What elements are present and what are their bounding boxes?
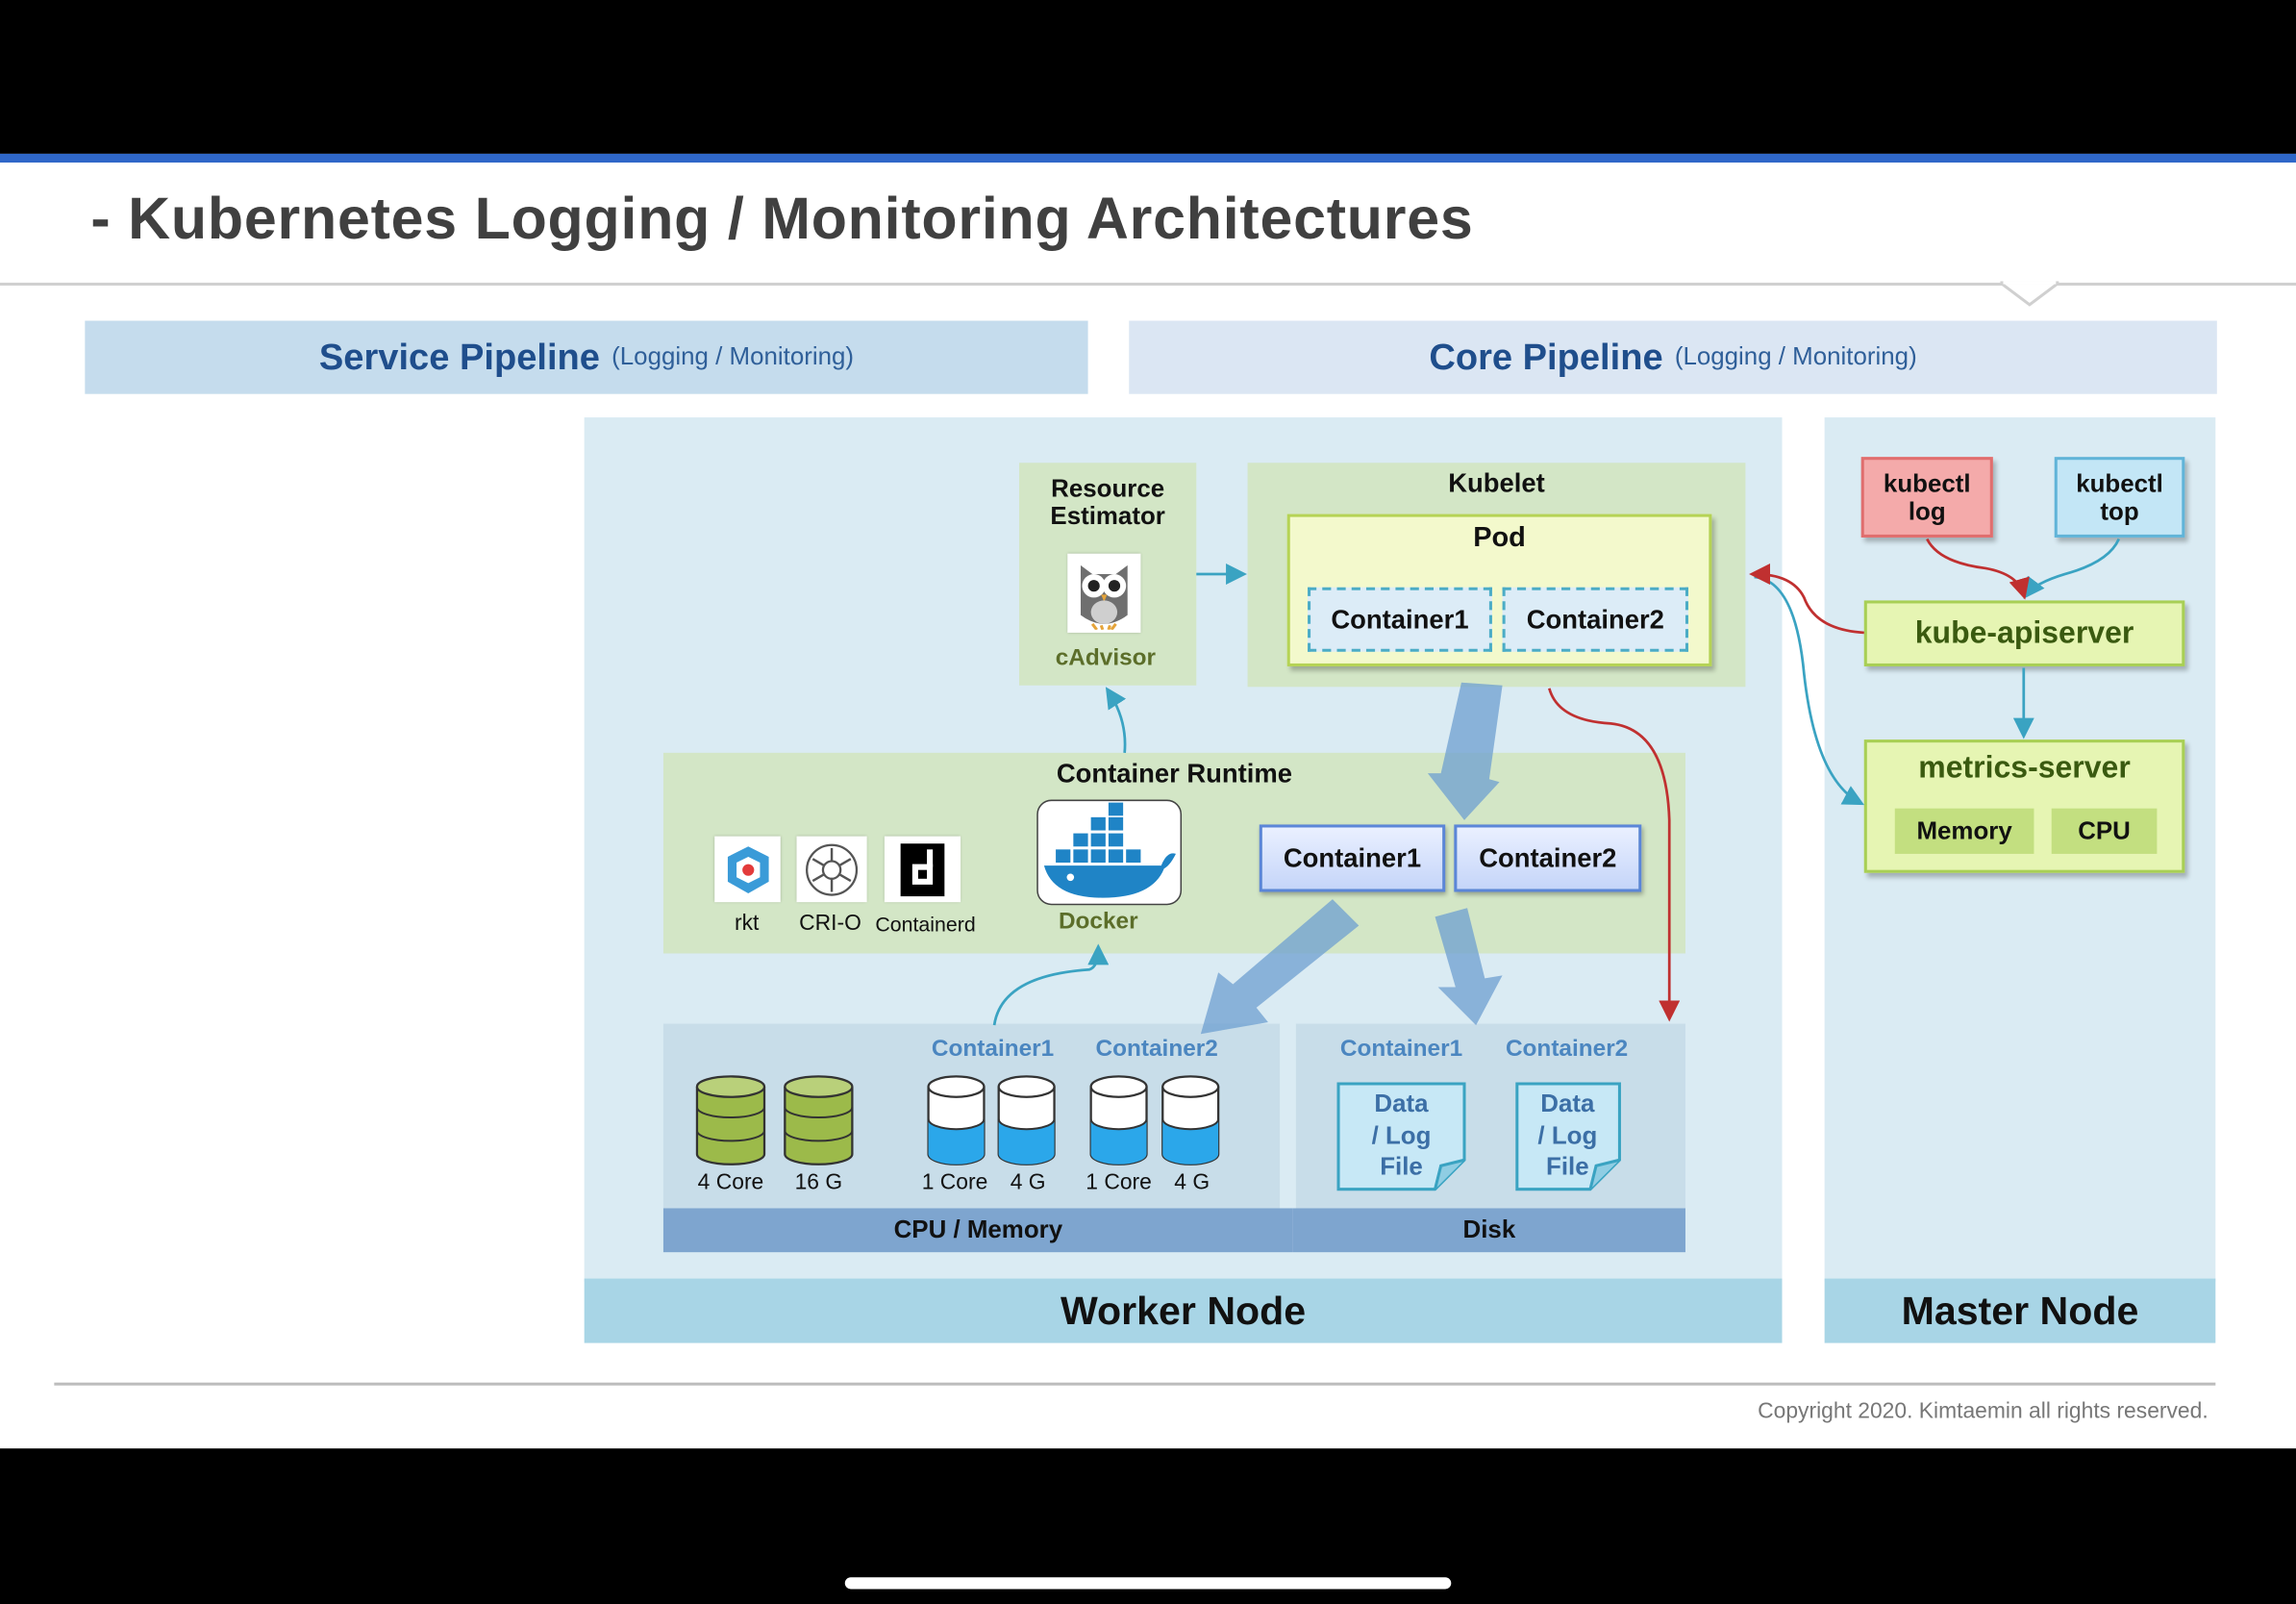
crio-label: CRI-O — [799, 911, 861, 937]
core-pipeline-label: Core Pipeline — [1429, 336, 1663, 378]
worker-node-label: Worker Node — [584, 1278, 1783, 1343]
node-memory-label: 16 G — [794, 1169, 843, 1195]
disk-bar: Disk — [1292, 1208, 1685, 1253]
node-cpu-label: 4 Core — [697, 1169, 764, 1195]
crio-icon — [796, 836, 867, 903]
core-pipeline-sub: (Logging / Monitoring) — [1674, 342, 1917, 371]
rkt-label: rkt — [735, 911, 760, 937]
cpu-container2-header: Container2 — [1095, 1037, 1218, 1063]
cpu-container1-header: Container1 — [931, 1037, 1055, 1063]
c1-memory-label: 4 G — [1010, 1169, 1046, 1195]
cpu-memory-bar: CPU / Memory — [662, 1208, 1293, 1253]
master-node-label: Master Node — [1824, 1278, 2216, 1343]
pod-container2: Container2 — [1502, 587, 1689, 652]
c2-memory-label: 4 G — [1174, 1169, 1210, 1195]
core-pipeline-header: Core Pipeline (Logging / Monitoring) — [1129, 320, 2217, 394]
copyright: Copyright 2020. Kimtaemin all rights res… — [1758, 1398, 2209, 1424]
document-file-icon — [1336, 1082, 1466, 1191]
docker-whale-icon — [1036, 799, 1183, 906]
footer-divider — [54, 1382, 2216, 1386]
resource-estimator-title: Resource Estimator — [1050, 474, 1165, 531]
home-indicator[interactable] — [844, 1577, 1452, 1590]
metrics-server-label: metrics-server — [1918, 751, 2131, 786]
document-file-icon — [1515, 1082, 1621, 1191]
kubectl-log-box: kubectl log — [1860, 457, 1993, 538]
page-title: - Kubernetes Logging / Monitoring Archit… — [90, 187, 1474, 252]
docker-label: Docker — [1058, 909, 1138, 935]
database-cylinder-icon — [927, 1075, 986, 1165]
owl-icon — [1067, 553, 1141, 633]
rkt-icon — [714, 836, 781, 903]
kubectl-top-box: kubectl top — [2054, 457, 2185, 538]
container-runtime-label: Container Runtime — [1056, 758, 1293, 789]
database-cylinder-icon — [997, 1075, 1056, 1165]
pod-container1: Container1 — [1308, 587, 1492, 652]
c1-cpu-label: 1 Core — [921, 1169, 988, 1195]
database-cylinder-icon — [784, 1075, 854, 1165]
service-pipeline-header: Service Pipeline (Logging / Monitoring) — [85, 320, 1088, 394]
database-cylinder-icon — [695, 1075, 766, 1165]
disk-container2-header: Container2 — [1505, 1037, 1629, 1063]
database-cylinder-icon — [1089, 1075, 1148, 1165]
memory-chip: Memory — [1894, 808, 2034, 854]
kube-apiserver-box: kube-apiserver — [1863, 600, 2185, 666]
title-divider — [0, 282, 2296, 286]
accent-bar — [0, 153, 2296, 163]
service-pipeline-sub: (Logging / Monitoring) — [611, 342, 855, 371]
kubelet-label: Kubelet — [1448, 468, 1545, 498]
containerd-label: Containerd — [875, 912, 976, 937]
database-cylinder-icon — [1161, 1075, 1220, 1165]
runtime-container1: Container1 — [1259, 824, 1446, 892]
cadvisor-label: cAdvisor — [1055, 645, 1157, 671]
pod-label: Pod — [1473, 522, 1526, 554]
service-pipeline-label: Service Pipeline — [318, 336, 600, 378]
disk-file1-label: Data / Log File — [1371, 1090, 1432, 1181]
disk-container1-header: Container1 — [1339, 1037, 1463, 1063]
runtime-container2: Container2 — [1454, 824, 1642, 892]
disk-file2-label: Data / Log File — [1537, 1090, 1598, 1181]
cpu-chip: CPU — [2051, 808, 2158, 854]
title-divider-notch — [2000, 281, 2059, 307]
c2-cpu-label: 1 Core — [1086, 1169, 1152, 1195]
containerd-icon — [884, 836, 961, 903]
